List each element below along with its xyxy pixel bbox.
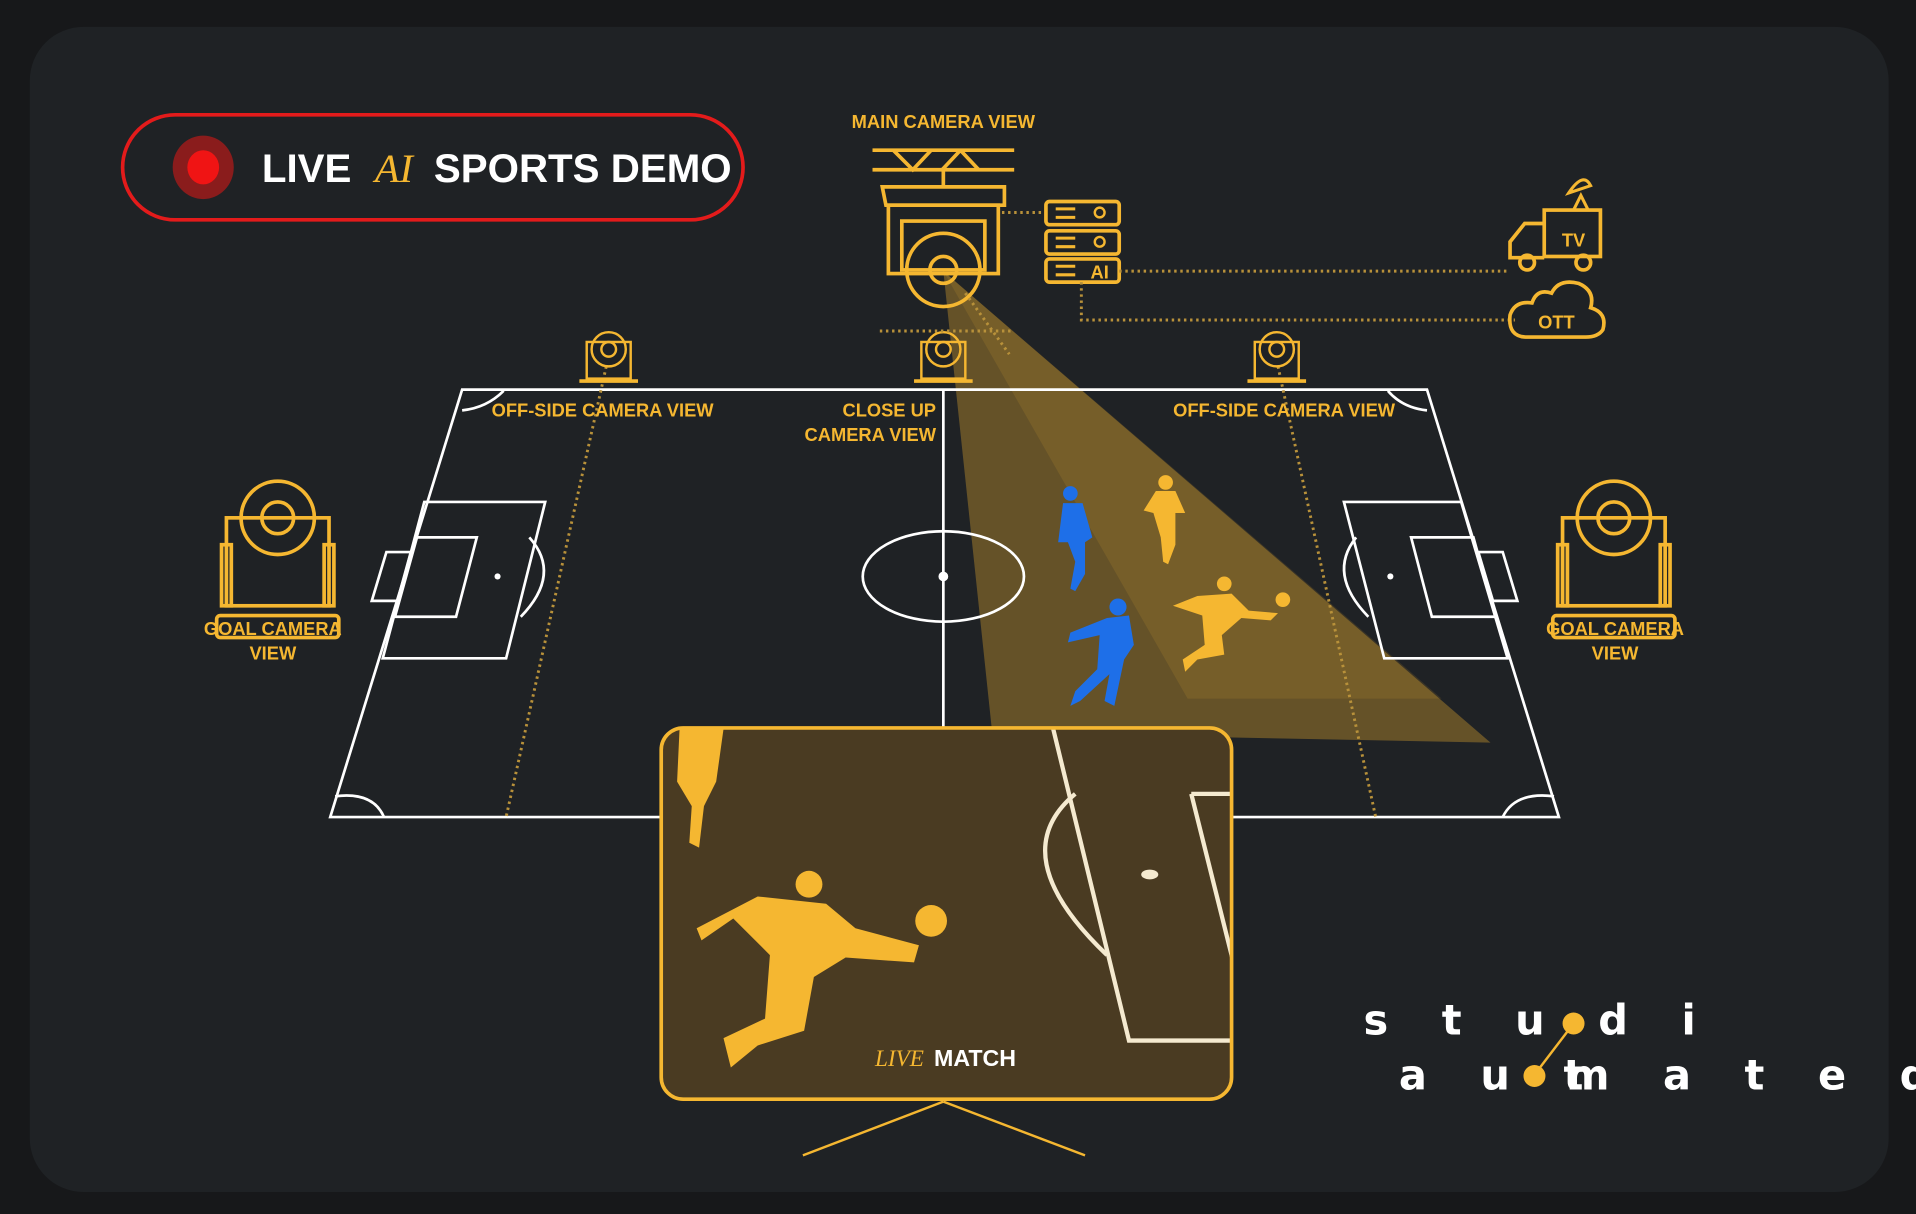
badge-live: LIVE: [262, 146, 352, 191]
ott-cloud-icon: OTT: [1507, 280, 1606, 339]
ai-server-icon: AI: [1001, 199, 1122, 284]
offside-right-label: OFF-SIDE CAMERA VIEW: [1173, 399, 1396, 420]
svg-text:a u t: a u t: [1399, 1050, 1603, 1099]
svg-text:LIVE MATCH: LIVE MATCH: [874, 1045, 1016, 1072]
live-badge: LIVE AI SPORTS DEMO: [120, 112, 745, 222]
goal-left-label-1: GOAL CAMERA: [204, 618, 342, 639]
studio-automated-logo: studio s t u d i automated a u t m a t e…: [1363, 995, 1916, 1099]
ott-label: OTT: [1538, 312, 1575, 333]
svg-text:m a t e d: m a t e d: [1566, 1050, 1916, 1099]
tv-truck-icon: TV: [1508, 178, 1603, 272]
svg-text:s t u d i: s t u d i: [1363, 995, 1715, 1044]
tv-label: TV: [1562, 230, 1586, 251]
screen-match: MATCH: [934, 1045, 1016, 1071]
player-gold: [1143, 475, 1291, 672]
goal-right-label-2: VIEW: [1592, 643, 1639, 664]
goal-right-label-1: GOAL CAMERA: [1546, 618, 1684, 639]
server-ai-label: AI: [1091, 261, 1109, 282]
players: [1058, 475, 1291, 706]
offside-left-label: OFF-SIDE CAMERA VIEW: [492, 399, 715, 420]
main-camera-label: MAIN CAMERA VIEW: [852, 111, 1036, 132]
main-camera-icon: [872, 148, 1015, 309]
goal-left-label-2: VIEW: [249, 643, 296, 664]
badge-ai: AI: [372, 146, 415, 191]
player-blue: [1058, 486, 1134, 706]
screen-live: LIVE: [874, 1046, 924, 1072]
live-match-screen: LIVE MATCH: [659, 726, 1234, 1157]
badge-title: SPORTS DEMO: [434, 146, 732, 191]
close-up-label-1: CLOSE UP: [842, 399, 936, 420]
close-up-label-2: CAMERA VIEW: [805, 424, 937, 445]
card-background: [29, 26, 1889, 1193]
svg-text:LIVE AI SPORTS DEM: LIVE AI SPORTS DEMO: [262, 146, 732, 191]
soccer-field: [328, 366, 1561, 819]
